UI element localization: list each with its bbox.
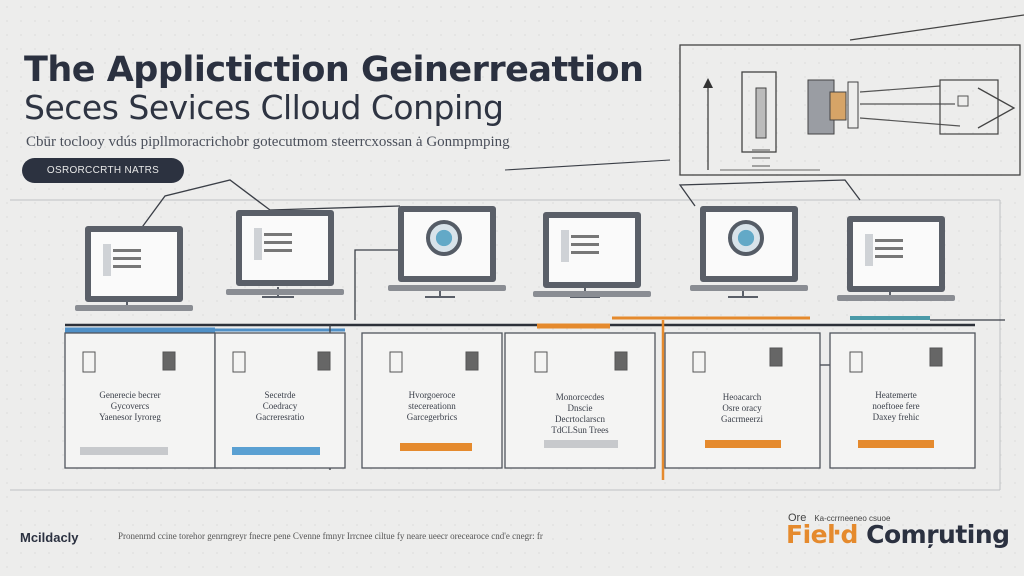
monitor-2 <box>226 210 344 295</box>
module-card-1 <box>64 332 216 469</box>
module-card-6-text: Heatemerte noeftoee fere Daxey frehic <box>872 390 920 422</box>
page-title-line-2: Seces Sevices Clloud Conping <box>24 88 504 127</box>
brand-logo: Fieŀd Comŗuting <box>786 520 1010 549</box>
module-card-3-text: Hvorgoeroce stecereationn Garcegerbrics <box>406 390 458 422</box>
brand-name-accent: Fieŀd <box>786 520 858 549</box>
monitor-1 <box>75 226 193 311</box>
module-card-4 <box>504 332 656 469</box>
page-subtitle: Cbūr toclooy vdús pipllmoracrichobr gote… <box>26 134 510 150</box>
monitor-4 <box>533 212 651 297</box>
brand-tagline: Ore Ka-ccrrneeneo csuoe <box>788 512 898 524</box>
monitor-5 <box>690 206 808 291</box>
module-card-5 <box>664 332 821 469</box>
page-title: The Applictiction Geinerreattion <box>24 50 644 90</box>
brand-name-rest: Comŗuting <box>857 520 1010 549</box>
module-card-5-text: Heoacarch Osre oracy Gacrmeerzi <box>721 392 763 424</box>
category-pill[interactable]: OSRORCCRTH NATRS <box>22 158 184 183</box>
module-card-2 <box>214 332 346 469</box>
module-card-3 <box>361 332 503 469</box>
document-screen-icon <box>103 244 155 276</box>
document-screen-icon <box>865 234 917 266</box>
brand-tagline-prefix: Ore <box>788 512 807 524</box>
module-card-4-text: Monorcecdes Dnscie Decrtoclarscn TdCLSun… <box>551 392 609 435</box>
module-card-2-text: Secetrde Coedracy Gacreresratio <box>255 390 305 422</box>
document-screen-icon <box>254 228 306 260</box>
footer-left-label: Mcildacly <box>20 530 79 545</box>
monitor-6 <box>837 216 955 301</box>
gear-icon <box>426 220 462 256</box>
document-screen-icon <box>561 230 613 262</box>
gear-icon <box>728 220 764 256</box>
footer-caption: Pronenrnd ccine torehor genrngreyr fnecr… <box>118 531 543 541</box>
module-card-6 <box>829 332 976 469</box>
brand-tagline-text: Ka-ccrrneeneo csuoe <box>814 514 891 523</box>
monitor-3 <box>388 206 506 291</box>
control-unit-diagram <box>679 14 1024 176</box>
module-card-1-text: Generecie becrer Gycovercs Yaenesor Iyro… <box>99 390 161 422</box>
